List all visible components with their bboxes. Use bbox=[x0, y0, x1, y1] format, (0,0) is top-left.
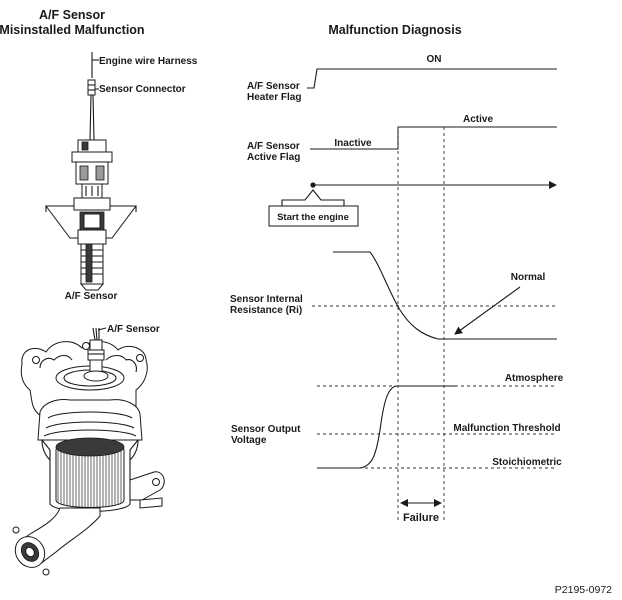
af-sensor-bottom-leader bbox=[97, 327, 107, 331]
left-title-line2: Misinstalled Malfunction bbox=[0, 23, 145, 37]
figure-id: P2195-0972 bbox=[555, 584, 612, 596]
start-engine-label: Start the engine bbox=[277, 212, 349, 223]
start-engine-box bbox=[268, 205, 359, 227]
diagnosis-title: Malfunction Diagnosis bbox=[328, 23, 461, 37]
heater-flag-label-line2: Heater Flag bbox=[247, 92, 301, 103]
start-engine-callout bbox=[281, 189, 345, 206]
heater-flag-state: ON bbox=[427, 54, 442, 65]
label-engine-wire-harness: Engine wire Harness bbox=[99, 56, 198, 67]
active-flag-trace bbox=[310, 126, 557, 150]
atmosphere-label: Atmosphere bbox=[505, 373, 564, 384]
af-sensor-misinstalled-illustration bbox=[45, 52, 137, 291]
normal-arrow bbox=[454, 286, 521, 335]
sensor-connector-shape bbox=[87, 79, 96, 96]
heater-flag-trace bbox=[307, 68, 557, 89]
failure-label: Failure bbox=[403, 512, 439, 524]
voltage-label-line2: Voltage bbox=[231, 435, 267, 446]
sensor-wire bbox=[89, 94, 92, 141]
active-flag-state-active: Active bbox=[463, 114, 493, 125]
resistance-label-line2: Resistance (Ri) bbox=[230, 305, 302, 316]
stoichiometric-label: Stoichiometric bbox=[492, 457, 562, 468]
exhaust-manifold-catalyst-illustration bbox=[12, 327, 165, 576]
active-flag-state-inactive: Inactive bbox=[334, 138, 372, 149]
label-af-sensor-top: A/F Sensor bbox=[65, 291, 118, 302]
label-af-sensor-bottom: A/F Sensor bbox=[107, 324, 160, 335]
resistance-label-line1: Sensor Internal bbox=[230, 294, 303, 305]
threshold-label: Malfunction Threshold bbox=[453, 423, 560, 434]
heater-flag-label-line1: A/F Sensor bbox=[247, 81, 300, 92]
left-title-line1: A/F Sensor bbox=[39, 8, 105, 22]
active-flag-label-line2: Active Flag bbox=[247, 152, 300, 163]
normal-label: Normal bbox=[511, 272, 546, 283]
label-sensor-connector: Sensor Connector bbox=[99, 84, 186, 95]
active-flag-label-line1: A/F Sensor bbox=[247, 141, 300, 152]
voltage-curve bbox=[317, 385, 456, 469]
voltage-label-line1: Sensor Output bbox=[231, 424, 301, 435]
resistance-curve bbox=[333, 251, 557, 340]
